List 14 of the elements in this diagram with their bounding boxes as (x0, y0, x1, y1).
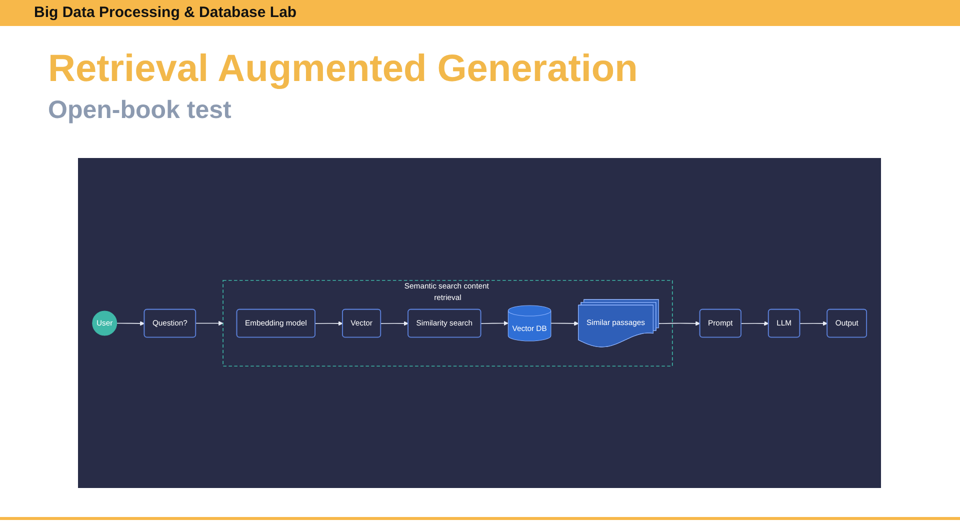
header-text: Big Data Processing & Database Lab (34, 4, 297, 21)
arrow (800, 320, 828, 326)
arrow (740, 320, 769, 326)
arrow (550, 320, 579, 326)
arrow (314, 320, 343, 326)
arrow (658, 320, 700, 326)
node-circle (92, 310, 118, 336)
slide-subtitle: Open-book test (48, 96, 232, 125)
arrow (116, 320, 145, 326)
arrow (380, 320, 409, 326)
slide-title: Retrieval Augmented Generation (48, 48, 638, 91)
arrow (195, 320, 224, 326)
arrow (480, 320, 508, 326)
cluster (222, 280, 673, 366)
